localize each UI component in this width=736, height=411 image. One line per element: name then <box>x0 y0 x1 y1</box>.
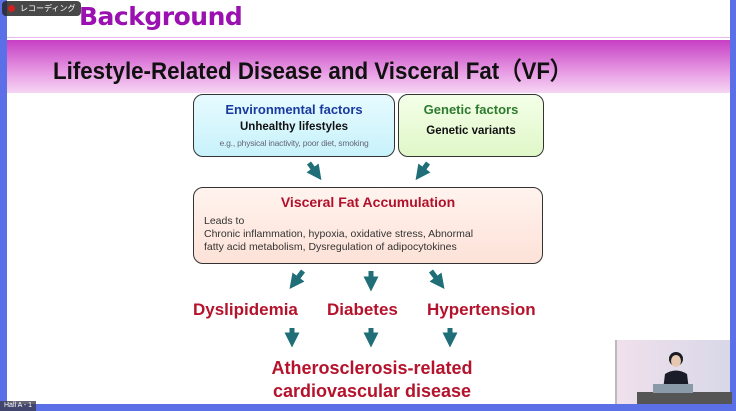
participant-name: Hall A - 1 <box>4 402 33 409</box>
visceral-fat-box: Visceral Fat Accumulation Leads to Chron… <box>193 187 543 264</box>
outcome-diabetes: Diabetes <box>327 300 398 319</box>
recording-label: レコーディング <box>20 4 76 13</box>
recording-indicator: レコーディング <box>2 1 82 16</box>
gen-subheading: Genetic variants <box>426 125 516 137</box>
vfa-leads: Leads to <box>204 215 245 227</box>
outcome-hypertension: Hypertension <box>427 300 536 319</box>
presentation-slide: Background Lifestyle-Related Disease and… <box>7 0 730 404</box>
final-outcome: Atherosclerosis-related cardiovascular d… <box>262 357 482 403</box>
podium <box>637 392 732 404</box>
record-icon <box>8 5 15 12</box>
final-line1: Atherosclerosis-related <box>271 358 473 378</box>
speaker-video[interactable] <box>615 340 732 404</box>
title-banner: Lifestyle-Related Disease and Visceral F… <box>7 40 730 93</box>
arrow-icon <box>306 161 322 181</box>
genetic-factors-box: Genetic factors Genetic variants <box>398 94 544 157</box>
section-title: Background <box>79 2 243 31</box>
outcome-dyslipidemia: Dyslipidemia <box>193 300 298 319</box>
slide-title: Lifestyle-Related Disease and Visceral F… <box>53 58 573 85</box>
laptop <box>653 384 693 393</box>
arrow-icon <box>415 161 431 181</box>
arrow-icon <box>289 269 305 289</box>
arrow-icon <box>429 269 445 289</box>
env-heading: Environmental factors <box>225 102 363 117</box>
gen-heading: Genetic factors <box>423 102 519 117</box>
participant-label: Hall A - 1 <box>0 401 37 411</box>
vfa-line2: fatty acid metabolism, Dysregulation of … <box>204 241 457 253</box>
environmental-factors-box: Environmental factors Unhealthy lifestyl… <box>193 94 395 157</box>
vfa-line1: Chronic inflammation, hypoxia, oxidative… <box>204 228 474 240</box>
env-subheading: Unhealthy lifestyles <box>239 121 348 133</box>
arrows <box>284 161 458 348</box>
vfa-heading: Visceral Fat Accumulation <box>280 194 456 210</box>
divider <box>7 37 730 38</box>
final-line2: cardiovascular disease <box>272 381 472 401</box>
env-examples: e.g., physical inactivity, poor diet, sm… <box>219 138 369 148</box>
